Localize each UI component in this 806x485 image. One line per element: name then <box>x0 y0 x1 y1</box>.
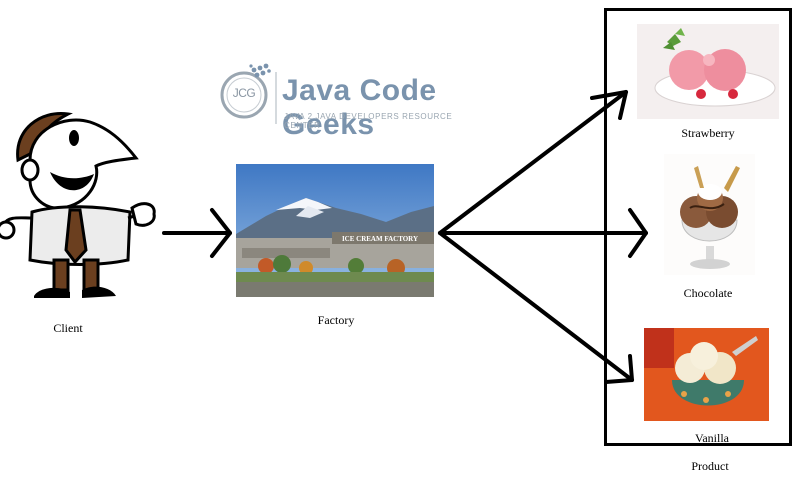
factory-image: ICE CREAM FACTORY <box>236 164 434 297</box>
product-label: Product <box>691 459 729 473</box>
strawberry-label: Strawberry <box>681 126 735 140</box>
product-box <box>604 8 792 446</box>
chocolate-label: Chocolate <box>683 286 733 300</box>
vanilla-label: Vanilla <box>695 431 729 445</box>
vanilla-image <box>644 328 769 421</box>
arrow-factory-to-chocolate <box>438 208 648 258</box>
chocolate-sundae-photo <box>664 154 755 275</box>
chocolate-image <box>664 154 755 275</box>
client-cartoon-icon <box>0 112 156 298</box>
strawberry-image <box>637 24 779 119</box>
jcg-logo-initials: JCG <box>232 86 256 100</box>
jcg-logo: JCG Java Code Geeks JAVA 2 JAVA DEVELOPE… <box>210 62 460 141</box>
arrow-factory-to-strawberry <box>438 90 628 235</box>
jcg-logo-name: Java Code Geeks <box>282 74 437 141</box>
arrow-client-to-factory <box>162 208 232 258</box>
strawberry-icecream-photo <box>637 24 779 119</box>
vanilla-icecream-photo <box>644 328 769 421</box>
jcg-logo-mark <box>220 63 277 124</box>
client-figure <box>0 100 160 305</box>
factory-sign: ICE CREAM FACTORY <box>342 235 418 243</box>
jcg-logo-tagline: JAVA 2 JAVA DEVELOPERS RESOURCE CENTER <box>284 112 453 130</box>
arrow-factory-to-vanilla <box>438 231 634 384</box>
factory-photo: ICE CREAM FACTORY <box>236 164 434 297</box>
factory-label: Factory <box>317 313 355 327</box>
client-label: Client <box>53 321 83 335</box>
